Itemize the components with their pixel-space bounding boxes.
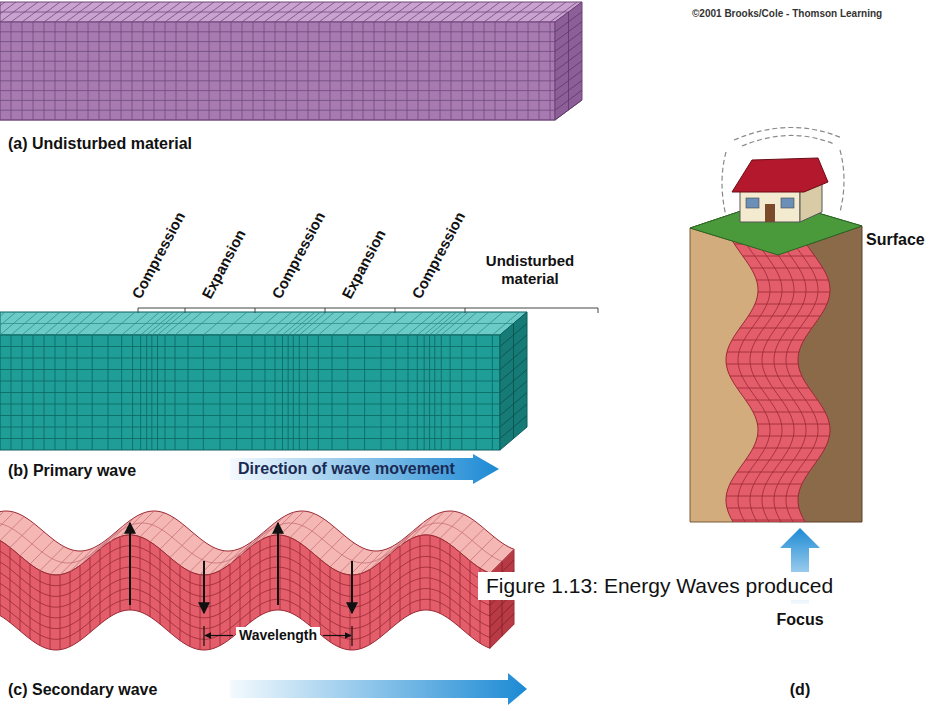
grid-line xyxy=(200,575,201,650)
grid-lines xyxy=(0,535,490,650)
figure-caption: Figure 1.13: Energy Waves produced xyxy=(478,572,934,600)
ground-block xyxy=(690,190,862,522)
grid-lines xyxy=(500,324,527,439)
grid-line xyxy=(0,90,555,91)
particle-motion-arrow xyxy=(203,561,205,613)
zone-label: Expansion xyxy=(198,227,250,302)
grid-line xyxy=(0,120,555,121)
panel-caption: (a) Undisturbed material xyxy=(8,134,192,153)
zone-label: Undisturbed material xyxy=(470,252,590,288)
wavelength-bracket xyxy=(204,626,352,646)
grid-line xyxy=(0,369,500,370)
surface-label: Surface xyxy=(866,230,925,249)
grid-line xyxy=(0,392,500,393)
dimension-label: Wavelength xyxy=(236,627,320,644)
zone-label: Compression xyxy=(408,209,469,302)
zone-bracket xyxy=(138,308,598,313)
grid-line xyxy=(0,415,500,416)
undisturbed-block xyxy=(0,2,582,120)
copyright-note: ©2001 Brooks/Cole - Thomson Learning xyxy=(692,8,882,20)
house-icon xyxy=(722,127,844,222)
grid-line xyxy=(0,358,500,359)
grid-lines xyxy=(0,511,514,575)
grid-line xyxy=(420,536,421,611)
grid-line xyxy=(350,575,351,650)
panel-caption: (d) xyxy=(790,680,810,699)
grid-line xyxy=(60,575,61,650)
particle-motion-arrow xyxy=(277,523,279,605)
grid-line xyxy=(0,12,569,13)
grid-line xyxy=(360,574,361,649)
particle-motion-arrow xyxy=(129,523,131,605)
zone-label: Compression xyxy=(268,209,329,302)
grid-line xyxy=(568,12,569,110)
grid-line xyxy=(0,80,555,81)
arrow-body xyxy=(230,454,499,484)
grid-line xyxy=(0,71,555,72)
grid-line xyxy=(0,578,490,618)
grid-line xyxy=(280,535,281,610)
grid-line xyxy=(0,438,500,439)
arrow-label: Direction of wave movement xyxy=(230,454,455,484)
primary-wave-block xyxy=(0,312,527,450)
direction-arrow-box: Direction of wave movement xyxy=(230,454,499,484)
grid-line xyxy=(513,324,514,439)
grid-line xyxy=(0,589,490,629)
grid-line xyxy=(0,404,500,405)
grid-line xyxy=(0,523,502,563)
dimension-arrow xyxy=(205,635,233,636)
secondary-wave-block xyxy=(0,511,514,650)
grid-line xyxy=(0,381,500,382)
panel-caption: (b) Primary wave xyxy=(8,461,136,480)
grid-line xyxy=(430,535,431,610)
grid-line xyxy=(210,574,211,649)
focus-label: Focus xyxy=(776,610,823,629)
particle-motion-arrow xyxy=(351,561,353,613)
grid-line xyxy=(0,100,555,101)
grid-lines xyxy=(555,12,582,120)
direction-arrow xyxy=(230,673,527,705)
dimension-arrow xyxy=(323,635,351,636)
wave-front-face xyxy=(0,535,490,650)
panel-caption: (c) Secondary wave xyxy=(8,680,157,699)
grid-line xyxy=(270,536,271,611)
grid-line xyxy=(0,323,514,324)
grid-lines xyxy=(0,22,555,120)
zone-label: Expansion xyxy=(338,227,390,302)
grid-line xyxy=(0,41,555,42)
grid-line xyxy=(0,110,555,111)
grid-line xyxy=(50,574,51,649)
grid-line xyxy=(0,346,500,347)
grid-line xyxy=(0,61,555,62)
grid-line xyxy=(0,427,500,428)
zone-label: Compression xyxy=(128,209,189,302)
grid-line xyxy=(0,31,555,32)
grid-lines xyxy=(0,2,577,22)
grid-lines xyxy=(0,335,500,450)
motion-arrows xyxy=(130,523,352,613)
grid-lines xyxy=(0,312,519,335)
grid-line xyxy=(0,51,555,52)
